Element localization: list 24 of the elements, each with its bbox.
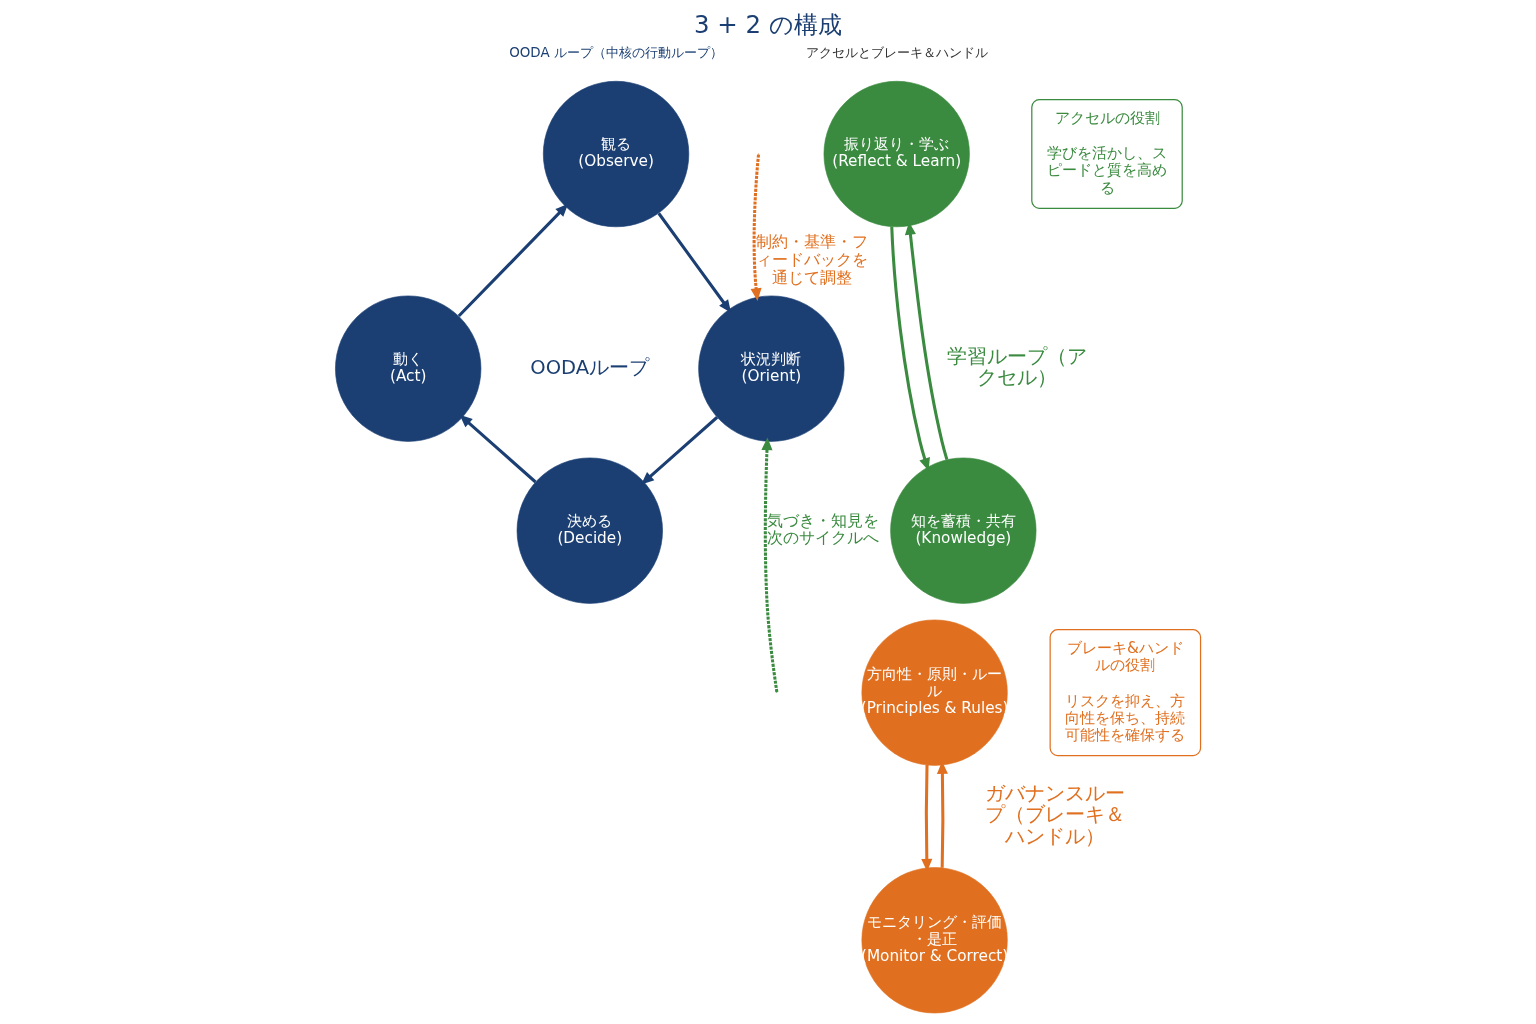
label: 学習ループ（アクセル）	[946, 344, 1087, 390]
node-circle: 動く (Act)	[335, 295, 482, 442]
node-circle: 決める (Decide)	[516, 457, 663, 604]
arrow	[657, 212, 732, 313]
label: OODAループ	[530, 355, 650, 379]
label: ガバナンスループ（ブレーキ＆ハンドル）	[985, 782, 1126, 848]
arrow	[936, 761, 948, 868]
arrow	[761, 437, 779, 693]
node-box: アクセルの役割 学びを活かし、スピードと質を高める	[1031, 99, 1183, 210]
node-box: ブレーキ&ハンドルの役割 リスクを抑え、方向性を保ち、持続可能性を確保する	[1049, 629, 1202, 757]
arrow	[904, 222, 949, 461]
label: アクセルとブレーキ＆ハンドル	[805, 45, 988, 61]
arrow	[641, 416, 719, 485]
edge-label: 制約・基準・フィードバックを通じて調整	[756, 232, 869, 287]
edge-label: 気づき・知見を次のサイクルへ	[767, 510, 880, 548]
label: OODA ループ（中核の行動ループ）	[509, 45, 723, 61]
node-circle: 観る (Observe)	[543, 80, 690, 228]
arrow	[750, 154, 762, 301]
node-circle: 状況判断 (Orient)	[698, 295, 845, 442]
arrow	[457, 203, 569, 318]
node-circle: 振り返り・学ぶ (Reflect & Learn)	[823, 80, 970, 228]
arrow	[459, 414, 537, 484]
arrow	[890, 226, 930, 471]
diagram-title: 3 + 2 の構成	[694, 9, 842, 39]
